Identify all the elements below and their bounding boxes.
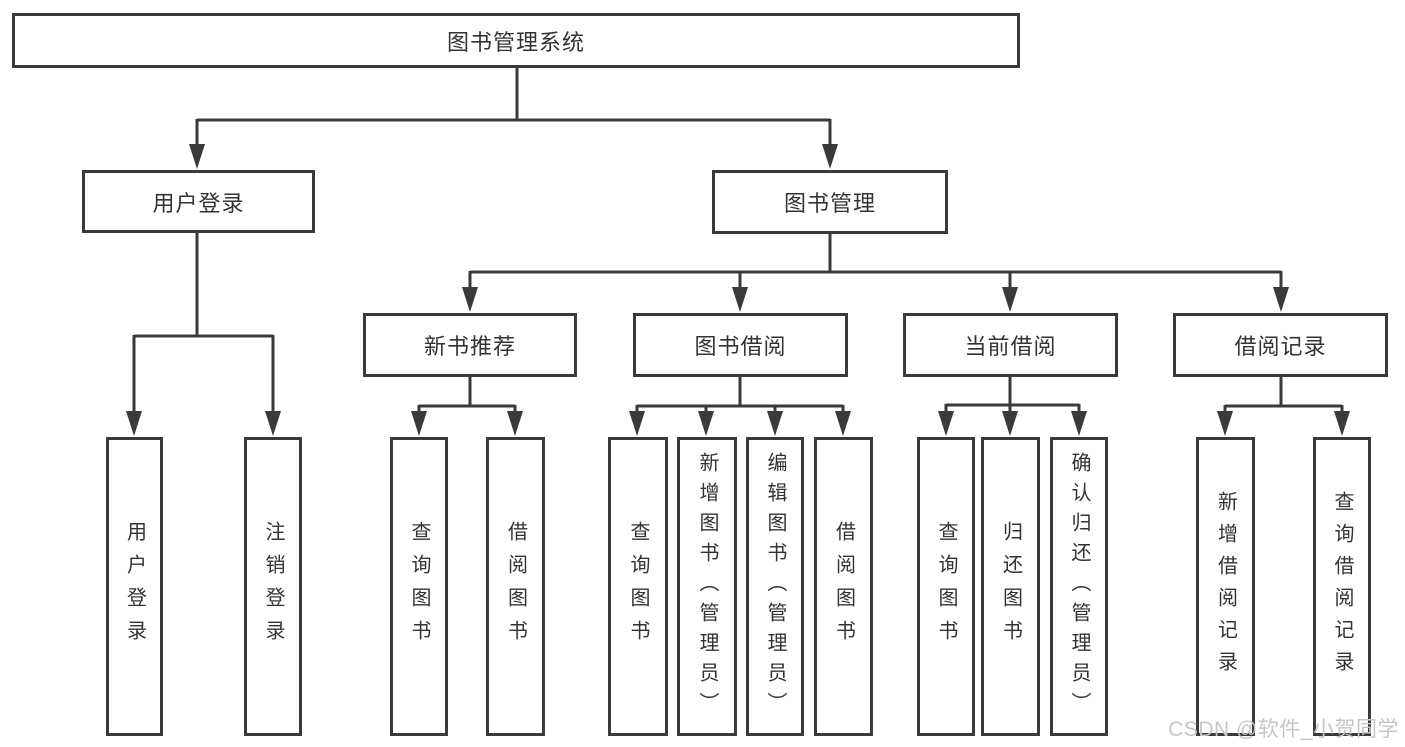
node-label: 用户登录: [123, 520, 146, 653]
leaf-add-book-admin: 新增图书（管理员）: [677, 437, 737, 736]
node-label: 归还图书: [999, 520, 1022, 653]
arrowheads: [126, 144, 1350, 436]
node-label: 注销登录: [262, 520, 284, 653]
node-label: 图书管理: [783, 191, 876, 216]
node-label: 查询图书: [627, 520, 649, 653]
node-label: 新书推荐: [423, 334, 516, 359]
leaf-return-book: 归还图书: [981, 437, 1040, 736]
node-label: 借阅图书: [832, 520, 855, 653]
node-book-borrowing: 图书借阅: [633, 313, 848, 377]
leaf-logout: 注销登录: [244, 437, 302, 736]
node-label: 用户登录: [152, 190, 245, 216]
node-new-book-recommendation: 新书推荐: [363, 313, 577, 377]
leaf-edit-book-admin: 编辑图书（管理员）: [746, 437, 804, 736]
node-label: 查询图书: [408, 520, 430, 653]
node-label: 当前借阅: [964, 334, 1057, 359]
leaf-query-book-recommend: 查询图书: [390, 437, 448, 736]
csdn-watermark: CSDN @软件_小贺同学: [1168, 718, 1399, 741]
leaf-borrow-book: 借阅图书: [814, 437, 873, 736]
node-label: 新增图书（管理员）: [696, 451, 718, 722]
leaf-user-login: 用户登录: [106, 437, 163, 736]
node-label: 确认归还（管理员）: [1068, 451, 1090, 722]
node-label: 图书管理系统: [446, 29, 585, 55]
leaf-query-book-borrow: 查询图书: [608, 437, 668, 736]
node-borrowing-records: 借阅记录: [1173, 313, 1388, 377]
leaf-confirm-return-admin: 确认归还（管理员）: [1050, 437, 1108, 736]
node-book-management: 图书管理: [712, 170, 948, 234]
leaf-add-borrow-record: 新增借阅记录: [1196, 437, 1255, 736]
node-label: 借阅图书: [504, 520, 527, 653]
node-current-borrowing: 当前借阅: [903, 313, 1118, 377]
leaf-query-book-current: 查询图书: [917, 437, 975, 736]
node-label: 图书借阅: [694, 334, 787, 359]
node-label: 新增借阅记录: [1214, 490, 1237, 683]
node-label: 查询图书: [935, 520, 957, 653]
node-label: 借阅记录: [1234, 334, 1327, 359]
leaf-borrow-book-recommend: 借阅图书: [486, 437, 545, 736]
node-library-management-system: 图书管理系统: [12, 13, 1020, 68]
leaf-query-borrow-record: 查询借阅记录: [1313, 437, 1371, 736]
node-label: 查询借阅记录: [1331, 490, 1353, 683]
node-label: 编辑图书（管理员）: [764, 451, 786, 722]
node-user-login: 用户登录: [82, 170, 315, 233]
